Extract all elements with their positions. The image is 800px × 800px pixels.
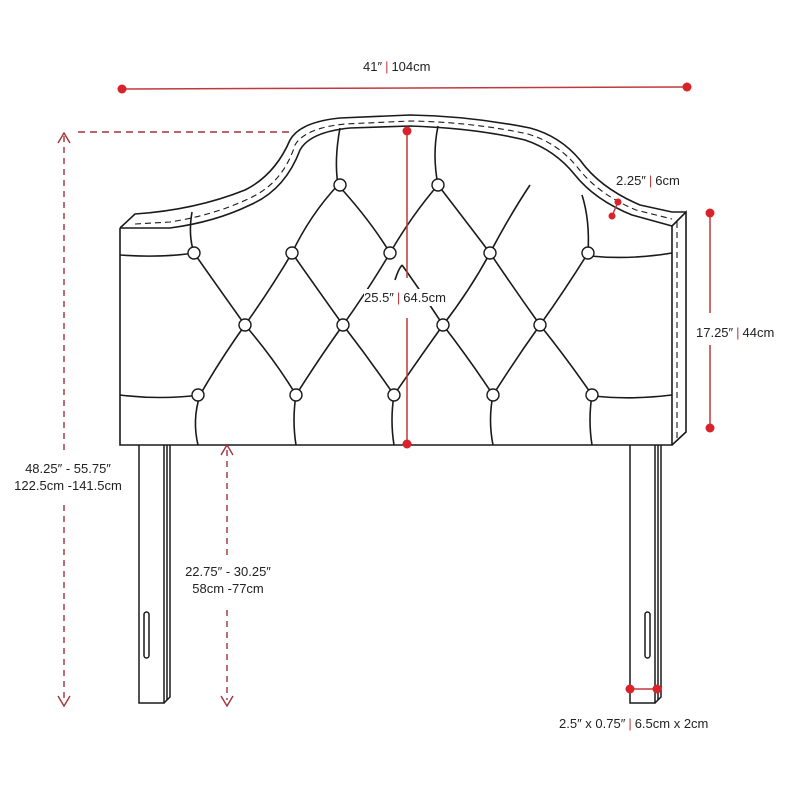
headboard-panel <box>119 114 687 446</box>
leg-section-metric: 6.5cm x 2cm <box>634 716 709 731</box>
border-thickness-dimension <box>608 198 622 220</box>
tufting-buttons <box>187 178 599 402</box>
right-leg <box>629 445 662 704</box>
overall-height-imperial: 48.25″ - 55.75″ <box>25 461 111 476</box>
border-imperial: 2.25″ <box>616 173 646 188</box>
panel-height-imperial: 25.5″ <box>364 290 394 305</box>
left-leg <box>138 445 171 704</box>
width-label: 41″|104cm <box>363 58 431 75</box>
side-height-metric: 44cm <box>742 325 775 340</box>
width-dimension-line <box>117 82 692 94</box>
separator: | <box>736 325 740 340</box>
leg-section-label: 2.5″ x 0.75″|6.5cm x 2cm <box>559 715 709 732</box>
side-height-label: 17.25″|44cm <box>696 324 775 341</box>
leg-clearance-label: 22.75″ - 30.25″ 58cm -77cm <box>176 563 280 597</box>
overall-height-dimension-line <box>57 131 292 708</box>
leg-clearance-imperial: 22.75″ - 30.25″ <box>185 564 271 579</box>
overall-height-metric: 122.5cm -141.5cm <box>14 478 122 493</box>
leg-clearance-metric: 58cm -77cm <box>192 581 264 596</box>
width-imperial: 41″ <box>363 59 383 74</box>
side-height-imperial: 17.25″ <box>696 325 734 340</box>
border-metric: 6cm <box>655 173 680 188</box>
panel-height-metric: 64.5cm <box>403 290 446 305</box>
separator: | <box>385 59 389 74</box>
panel-height-dimension-line <box>402 126 412 449</box>
border-thickness-label: 2.25″|6cm <box>616 172 680 189</box>
overall-height-label: 48.25″ - 55.75″ 122.5cm -141.5cm <box>2 460 134 494</box>
leg-clearance-dimension-line <box>220 443 234 708</box>
leg-section-dimension <box>625 684 662 694</box>
panel-height-label: 25.5″|64.5cm <box>364 289 446 306</box>
separator: | <box>396 290 401 305</box>
separator: | <box>628 716 632 731</box>
separator: | <box>648 173 653 188</box>
side-height-dimension-line <box>705 208 715 433</box>
leg-section-imperial: 2.5″ x 0.75″ <box>559 716 626 731</box>
width-metric: 104cm <box>391 59 431 74</box>
